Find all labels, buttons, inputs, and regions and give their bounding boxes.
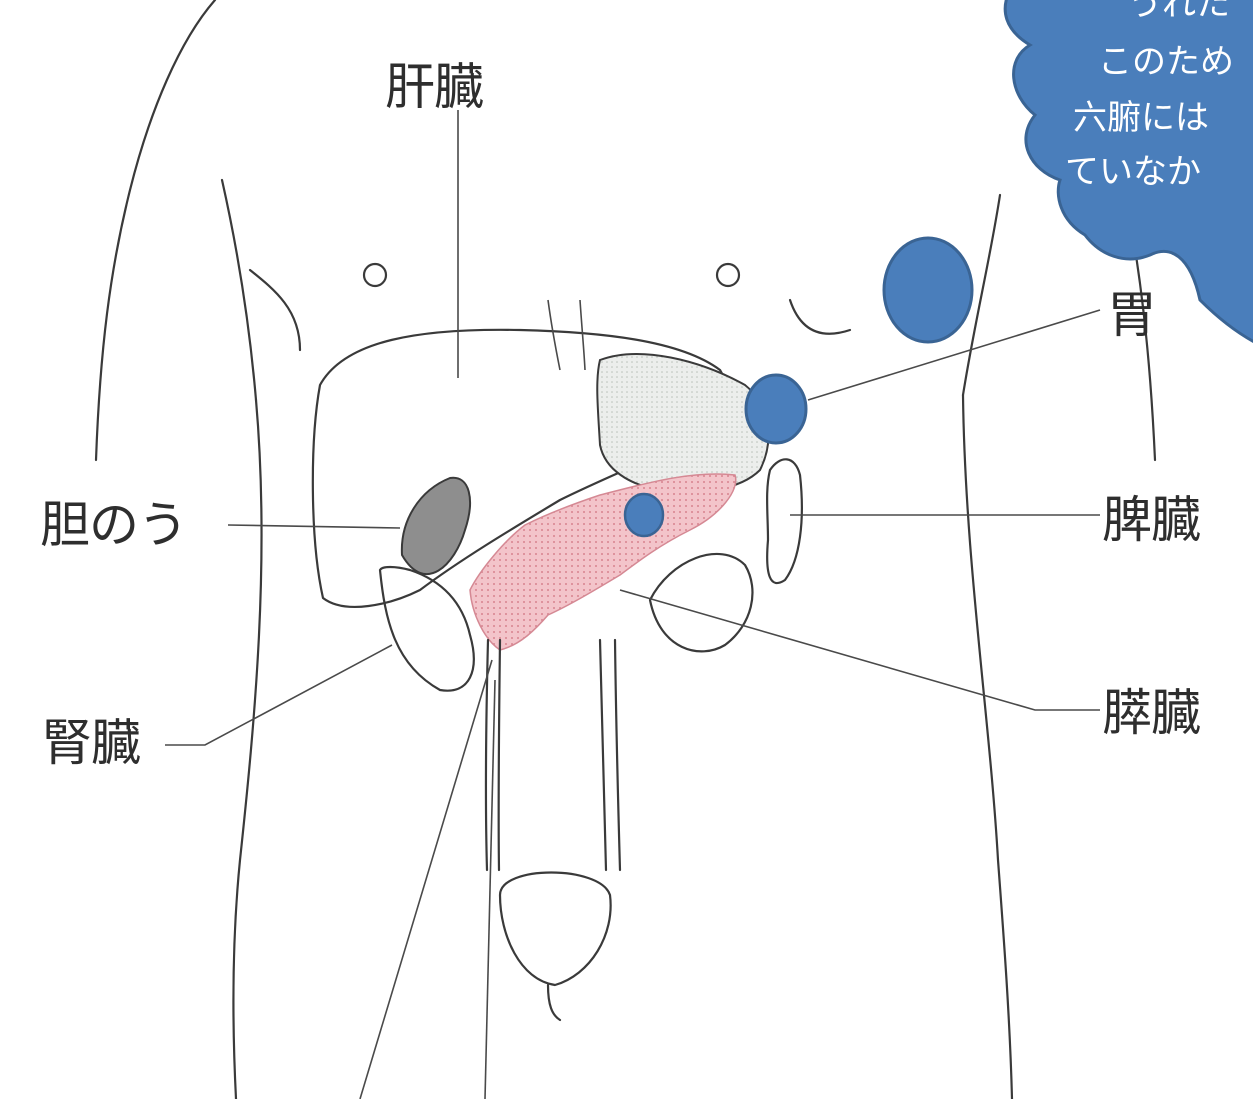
stomach-shape (597, 354, 768, 492)
label-spleen: 脾臓 (1102, 495, 1200, 545)
label-pancreas: 膵臓 (1102, 688, 1200, 738)
marker-large (884, 238, 972, 342)
bladder-shape (500, 873, 611, 986)
pancreas-shape (470, 474, 736, 650)
marker-stomach (746, 375, 806, 443)
nipple-right (717, 264, 739, 286)
callout-line-2: このため (1098, 44, 1234, 81)
callout-line-3: 六腑には (1073, 100, 1209, 137)
callout-line-1: うれた (1128, 0, 1230, 23)
label-kidney: 腎臓 (42, 718, 140, 768)
label-liver: 肝臓 (385, 62, 483, 112)
label-gallbladder: 胆のう (40, 500, 187, 550)
label-stomach: 胃 (1107, 290, 1156, 340)
callout-line-4: ていなか (1065, 154, 1201, 191)
marker-pancreas (625, 494, 663, 536)
spleen-shape (767, 459, 802, 583)
nipple-left (364, 264, 386, 286)
gallbladder-shape (402, 478, 470, 574)
